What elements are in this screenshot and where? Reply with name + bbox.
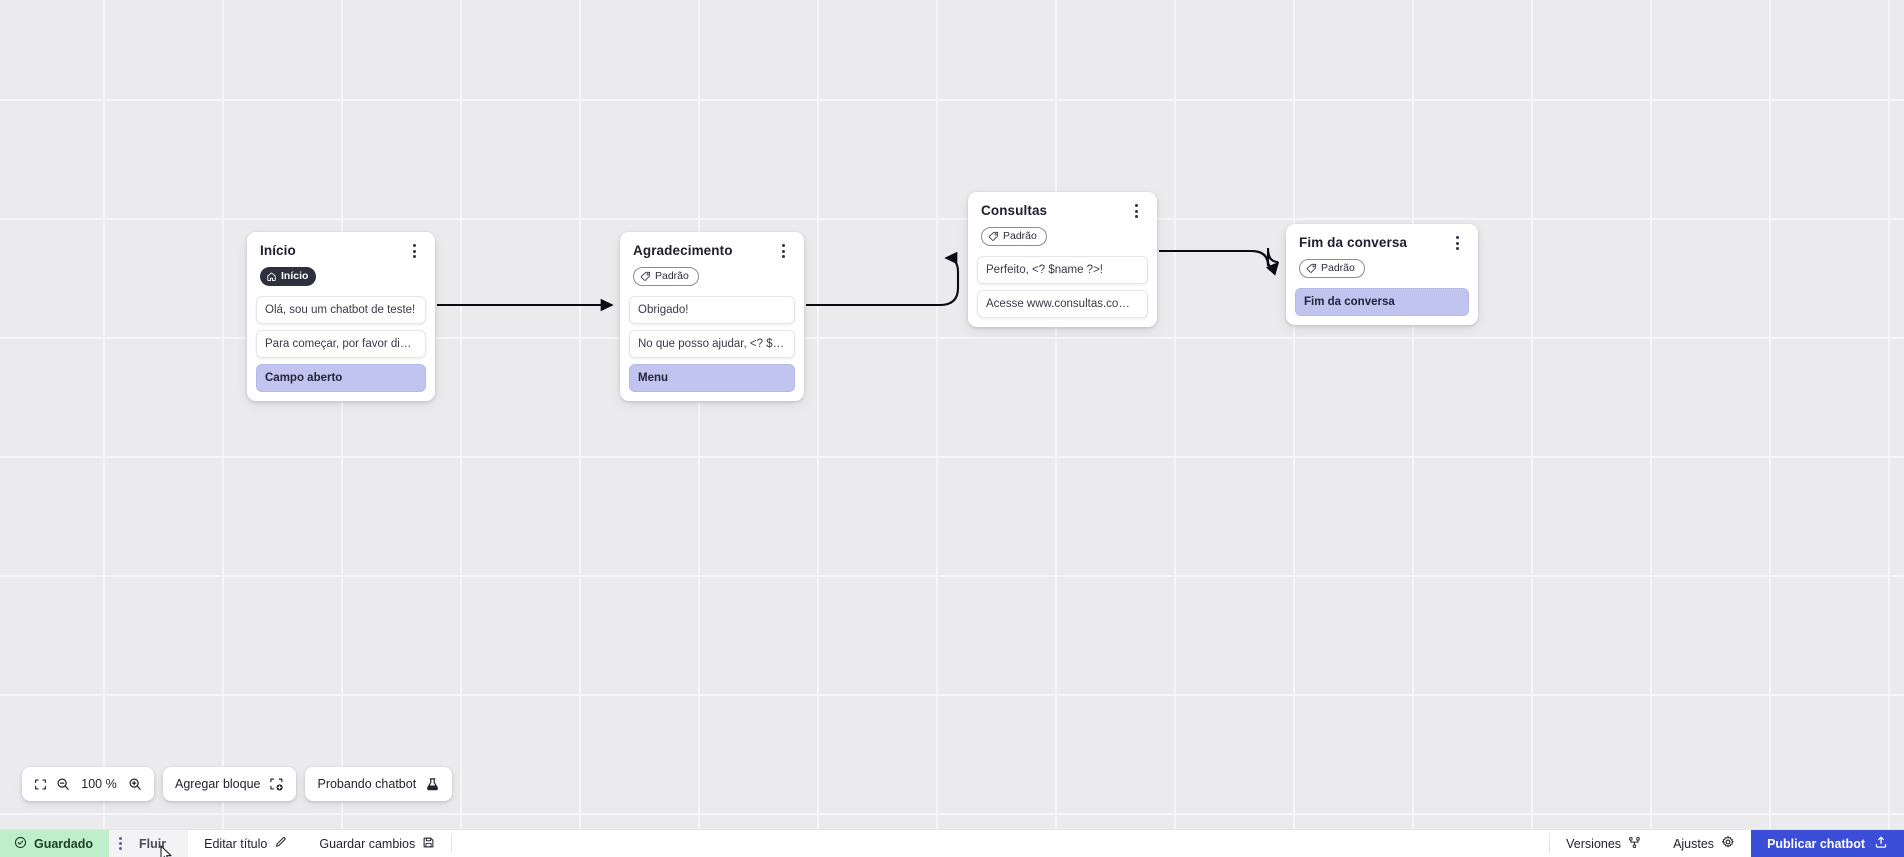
flask-icon: [425, 777, 440, 792]
edit-title-label: Editar título: [204, 836, 268, 851]
node-message-list: Fim da conversa: [1295, 288, 1469, 316]
settings-label: Ajustes: [1673, 836, 1715, 851]
zoom-in-icon[interactable]: [128, 777, 142, 791]
node-message-list: Olá, sou um chatbot de teste! Para começ…: [256, 296, 426, 392]
save-icon: [422, 836, 435, 852]
edge-agradecimento-consultas: [806, 251, 960, 307]
flow-node-agradecimento[interactable]: Agradecimento Padrão Obrigado! No que po…: [620, 232, 804, 401]
edge-consultas-fim-a: [1159, 247, 1279, 267]
node-badge-row: Padrão: [1295, 252, 1469, 279]
node-message[interactable]: Obrigado!: [629, 296, 795, 324]
node-message-list: Obrigado! No que posso ajudar, <? $name …: [629, 296, 795, 392]
node-badge-label: Padrão: [1321, 262, 1355, 275]
node-message-highlight[interactable]: Campo aberto: [256, 364, 426, 392]
tag-icon: [988, 231, 999, 242]
tag-icon: [1306, 263, 1317, 274]
flow-connectors: [437, 247, 1280, 312]
saved-status-badge: Guardado: [0, 830, 110, 857]
node-badge-inicio[interactable]: Início: [260, 267, 317, 286]
node-title: Início: [260, 243, 296, 258]
fit-screen-icon[interactable]: [34, 778, 47, 791]
node-message-highlight[interactable]: Fim da conversa: [1295, 288, 1469, 316]
flow-node-consultas[interactable]: Consultas Padrão Perfeito, <? $name ?>! …: [968, 192, 1157, 327]
save-changes-label: Guardar cambios: [319, 836, 416, 851]
flow-node-inicio[interactable]: Início Início Olá, sou um chatbot de tes…: [247, 232, 435, 401]
upload-icon: [1874, 835, 1888, 852]
node-message-list: Perfeito, <? $name ?>! Acesse www.consul…: [977, 256, 1148, 318]
zoom-level-label: 100 %: [81, 777, 117, 791]
flow-canvas[interactable]: Início Início Olá, sou um chatbot de tes…: [0, 0, 1904, 829]
add-block-button[interactable]: Agregar bloque: [163, 767, 297, 801]
node-header: Início: [256, 241, 426, 260]
edit-title-button[interactable]: Editar título: [188, 830, 303, 857]
node-badge-row: Início: [256, 260, 426, 287]
publish-chatbot-button[interactable]: Publicar chatbot: [1751, 830, 1904, 857]
add-block-label: Agregar bloque: [175, 777, 261, 791]
add-block-icon: [269, 777, 284, 792]
node-title: Fim da conversa: [1299, 235, 1408, 250]
tag-icon: [640, 271, 651, 282]
publish-label: Publicar chatbot: [1767, 836, 1865, 851]
node-badge-padrao[interactable]: Padrão: [981, 227, 1047, 246]
node-message[interactable]: Acesse www.consultas.com par...: [977, 290, 1148, 318]
zoom-controls: 100 %: [22, 767, 154, 801]
bottom-status-bar: Guardado Fluir Editar título Guardar cam…: [0, 829, 1904, 857]
gear-icon: [1721, 835, 1735, 852]
vertical-dots-icon[interactable]: [119, 837, 123, 850]
node-menu-icon[interactable]: [1449, 234, 1465, 252]
node-badge-label: Padrão: [1003, 230, 1037, 243]
branch-icon: [1628, 836, 1641, 852]
node-badge-padrao[interactable]: Padrão: [633, 267, 699, 286]
test-chatbot-label: Probando chatbot: [317, 777, 417, 791]
node-badge-padrao[interactable]: Padrão: [1299, 259, 1365, 278]
node-badge-label: Padrão: [655, 270, 689, 283]
edge-consultas-fim: [1159, 249, 1280, 276]
node-badge-row: Padrão: [629, 260, 795, 287]
node-message[interactable]: Perfeito, <? $name ?>!: [977, 256, 1148, 284]
node-message[interactable]: No que posso ajudar, <? $name ...: [629, 330, 795, 358]
check-circle-icon: [14, 836, 27, 852]
node-badge-row: Padrão: [977, 220, 1148, 247]
save-changes-button[interactable]: Guardar cambios: [303, 830, 451, 857]
node-badge-label: Início: [281, 270, 309, 283]
node-header: Agradecimento: [629, 241, 795, 260]
statusbar-divider: [451, 834, 453, 853]
node-message[interactable]: Para começar, por favor digite o ...: [256, 330, 426, 358]
node-menu-icon[interactable]: [406, 242, 422, 260]
node-message-highlight[interactable]: Menu: [629, 364, 795, 392]
versions-label: Versiones: [1566, 836, 1622, 851]
tab-flow[interactable]: Fluir: [109, 830, 189, 857]
statusbar-divider: [1549, 834, 1551, 853]
node-menu-icon[interactable]: [1128, 202, 1144, 220]
settings-button[interactable]: Ajustes: [1657, 830, 1751, 857]
canvas-toolbar: 100 % Agregar bloque: [0, 767, 453, 801]
versions-button[interactable]: Versiones: [1550, 830, 1657, 857]
pencil-icon: [274, 836, 287, 852]
node-title: Consultas: [981, 203, 1048, 218]
node-message[interactable]: Olá, sou um chatbot de teste!: [256, 296, 426, 324]
node-header: Fim da conversa: [1295, 233, 1469, 252]
test-chatbot-button[interactable]: Probando chatbot: [305, 767, 453, 801]
node-header: Consultas: [977, 201, 1148, 220]
tab-flow-label: Fluir: [139, 836, 167, 851]
node-title: Agradecimento: [633, 243, 733, 258]
home-icon: [266, 271, 277, 282]
saved-label: Guardado: [34, 836, 94, 851]
statusbar-spacer: [452, 830, 1549, 857]
flow-node-fim-da-conversa[interactable]: Fim da conversa Padrão Fim da conversa: [1286, 224, 1478, 325]
node-menu-icon[interactable]: [775, 242, 791, 260]
zoom-out-icon[interactable]: [56, 777, 70, 791]
